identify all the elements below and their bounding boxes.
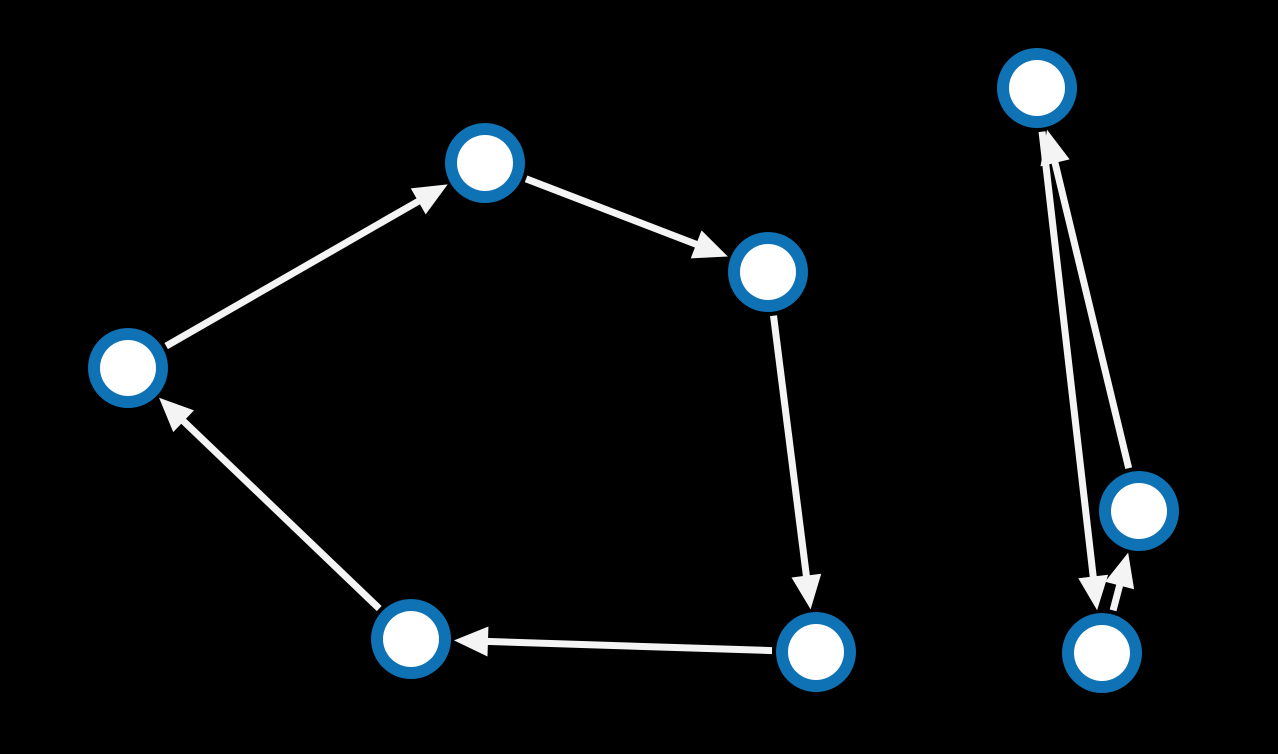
graph-edge-n7-to-n8 <box>485 637 773 655</box>
graph-node-n2[interactable] <box>445 123 525 203</box>
graph-arrowhead-n7-to-n8 <box>453 626 489 657</box>
graph-node-core-n6 <box>1074 625 1130 681</box>
graph-edge-n4-to-n6 <box>1038 131 1097 579</box>
graph-node-core-n2 <box>457 135 513 191</box>
graph-edge-n3-to-n7 <box>770 315 811 579</box>
graph-edge-n6-to-n5 <box>1109 582 1124 612</box>
graph-edge-n5-to-n4 <box>1051 160 1133 470</box>
graph-arrowhead-n1-to-n2 <box>410 184 448 215</box>
graph-node-n3[interactable] <box>728 232 808 312</box>
graph-node-core-n4 <box>1009 60 1065 116</box>
graph-node-core-n5 <box>1111 483 1167 539</box>
graph-arrowhead-n4-to-n6 <box>1078 574 1109 611</box>
graph-edge-n2-to-n3 <box>524 175 700 249</box>
graph-node-n6[interactable] <box>1062 613 1142 693</box>
graph-node-n7[interactable] <box>776 612 856 692</box>
graph-arrowhead-n2-to-n3 <box>690 230 728 259</box>
graph-node-core-n8 <box>383 611 439 667</box>
edge-layer <box>159 129 1135 657</box>
graph-node-n8[interactable] <box>371 599 451 679</box>
graph-arrowhead-n8-to-n1 <box>159 397 194 433</box>
graph-node-core-n3 <box>740 244 796 300</box>
graph-node-n1[interactable] <box>88 328 168 408</box>
graph-arrowhead-n6-to-n5 <box>1105 552 1135 590</box>
graph-node-core-n7 <box>788 624 844 680</box>
graph-edge-n1-to-n2 <box>164 197 422 350</box>
graph-arrowhead-n5-to-n4 <box>1040 129 1070 167</box>
graph-node-core-n1 <box>100 340 156 396</box>
graph-node-n4[interactable] <box>997 48 1077 128</box>
graph-node-n5[interactable] <box>1099 471 1179 551</box>
graph-edge-n8-to-n1 <box>179 417 382 612</box>
graph-arrowhead-n3-to-n7 <box>791 573 822 610</box>
node-layer <box>88 48 1179 693</box>
